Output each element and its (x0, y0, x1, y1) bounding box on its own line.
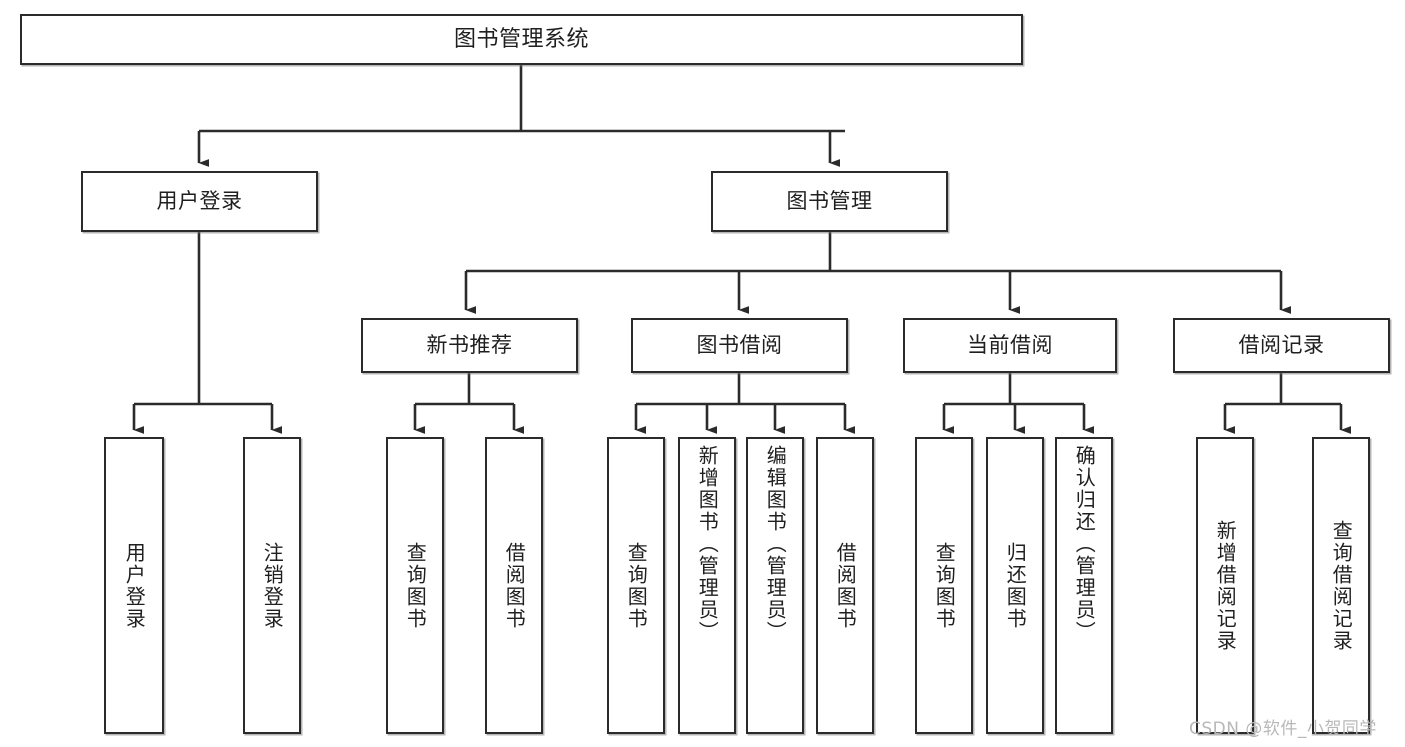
node-leaf-query-book-recommend[interactable]: 查询图书 (386, 437, 444, 734)
node-leaf-add-book-label: 新增图书（管理员） (695, 445, 720, 643)
node-leaf-confirm-return[interactable]: 确认归还（管理员） (1055, 437, 1113, 734)
node-leaf-user-login[interactable]: 用户登录 (104, 437, 164, 734)
node-leaf-user-login-label: 用户登录 (122, 541, 147, 630)
node-leaf-return-book[interactable]: 归还图书 (986, 437, 1044, 734)
node-leaf-return-book-label: 归还图书 (1003, 541, 1028, 630)
csdn-watermark: CSDN @软件_小贺同学 (1189, 719, 1377, 739)
node-leaf-edit-book-label: 编辑图书（管理员） (763, 445, 788, 643)
node-leaf-add-borrow-record-label: 新增借阅记录 (1213, 519, 1238, 652)
node-root[interactable]: 图书管理系统 (20, 14, 1023, 65)
node-leaf-user-logout[interactable]: 注销登录 (243, 437, 301, 734)
node-leaf-borrow-book-label: 借阅图书 (833, 541, 858, 630)
node-new-book-recommend-label: 新书推荐 (426, 333, 513, 358)
node-leaf-user-logout-label: 注销登录 (260, 541, 285, 630)
node-leaf-confirm-return-label: 确认归还（管理员） (1072, 445, 1097, 643)
node-leaf-query-book-borrow-label: 查询图书 (624, 541, 649, 630)
node-leaf-query-borrow-record[interactable]: 查询借阅记录 (1312, 437, 1370, 734)
node-leaf-borrow-book[interactable]: 借阅图书 (816, 437, 874, 734)
node-user-login[interactable]: 用户登录 (81, 171, 318, 232)
node-leaf-borrow-book-recommend-label: 借阅图书 (502, 541, 527, 630)
node-root-label: 图书管理系统 (453, 26, 589, 52)
node-leaf-edit-book[interactable]: 编辑图书（管理员） (746, 437, 804, 734)
node-user-login-label: 用户登录 (156, 189, 243, 214)
node-leaf-query-book-borrow[interactable]: 查询图书 (607, 437, 665, 734)
node-borrow-record[interactable]: 借阅记录 (1173, 318, 1390, 373)
node-leaf-query-book-current[interactable]: 查询图书 (915, 437, 973, 734)
node-book-manage[interactable]: 图书管理 (711, 171, 948, 232)
node-leaf-add-book[interactable]: 新增图书（管理员） (678, 437, 736, 734)
node-book-borrow[interactable]: 图书借阅 (631, 318, 848, 373)
node-current-borrow-label: 当前借阅 (967, 333, 1053, 358)
node-current-borrow[interactable]: 当前借阅 (903, 318, 1117, 373)
node-leaf-add-borrow-record[interactable]: 新增借阅记录 (1196, 437, 1254, 734)
node-leaf-borrow-book-recommend[interactable]: 借阅图书 (485, 437, 543, 734)
node-book-manage-label: 图书管理 (786, 189, 873, 214)
node-leaf-query-borrow-record-label: 查询借阅记录 (1329, 519, 1354, 652)
node-borrow-record-label: 借阅记录 (1238, 333, 1325, 358)
node-leaf-query-book-recommend-label: 查询图书 (403, 541, 428, 630)
node-book-borrow-label: 图书借阅 (696, 333, 783, 358)
node-new-book-recommend[interactable]: 新书推荐 (361, 318, 578, 373)
node-leaf-query-book-current-label: 查询图书 (932, 541, 957, 630)
